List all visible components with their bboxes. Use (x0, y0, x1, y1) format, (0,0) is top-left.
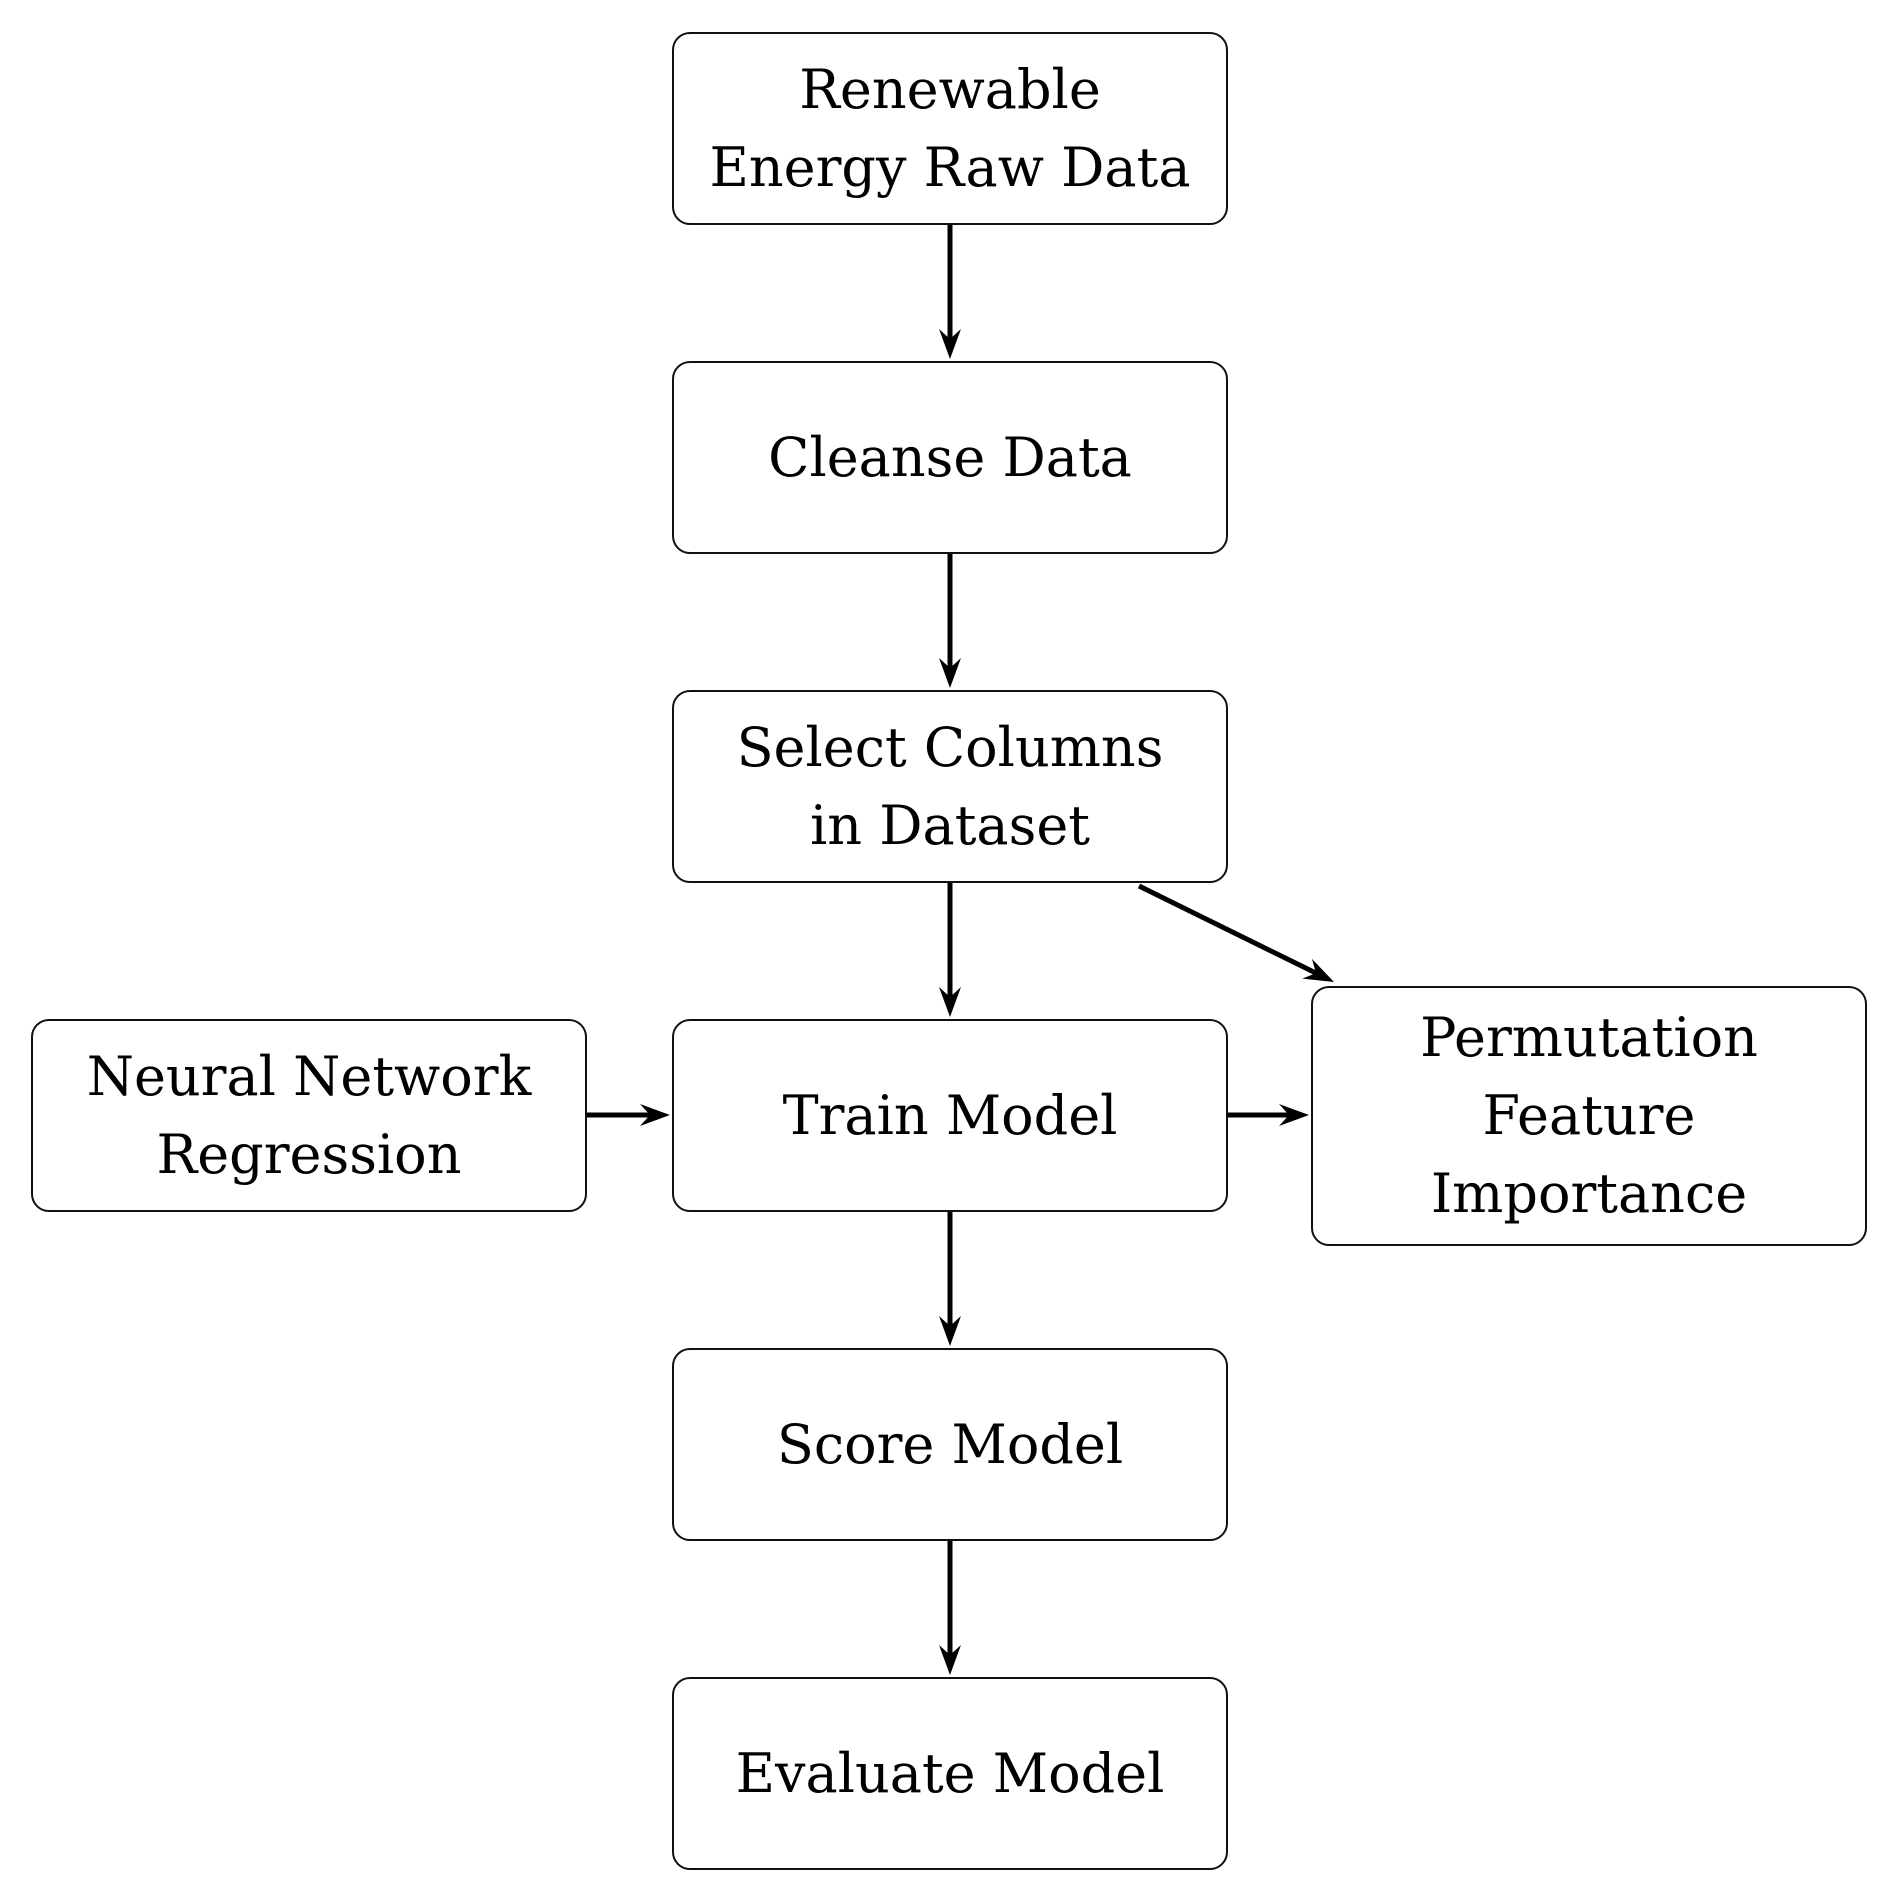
node-label-line: Importance (1430, 1162, 1748, 1225)
node-train-model: Train Model (672, 1019, 1228, 1212)
edge-select-columns-to-train (939, 883, 961, 1017)
node-evaluate-model: Evaluate Model (672, 1677, 1228, 1870)
node-score-model: Score Model (672, 1348, 1228, 1541)
edge-line (1137, 883, 1319, 977)
edge-train-to-score (939, 1212, 961, 1346)
edge-train-to-permutation (1228, 1104, 1309, 1126)
node-permutation-feature-importance: Permutation Feature Importance (1311, 986, 1867, 1246)
node-label-line: Score Model (776, 1412, 1124, 1476)
node-cleanse-data: Cleanse Data (672, 361, 1228, 554)
node-neural-network-regression: Neural Network Regression (31, 1019, 587, 1212)
arrowhead-icon (939, 658, 961, 688)
edge-score-to-evaluate (939, 1541, 961, 1675)
arrowhead-icon (939, 329, 961, 359)
node-label-line: in Dataset (810, 793, 1090, 857)
node-label-line: Train Model (782, 1083, 1118, 1147)
edge-raw-data-to-cleanse (939, 225, 961, 359)
edge-select-columns-to-permutation (1137, 883, 1334, 982)
edge-cleanse-to-select-columns (939, 554, 961, 688)
node-label-line: Renewable (799, 57, 1101, 121)
node-select-columns: Select Columns in Dataset (672, 690, 1228, 883)
arrowhead-icon (640, 1104, 670, 1126)
arrowhead-icon (939, 1645, 961, 1675)
node-label-line: Feature (1482, 1084, 1696, 1147)
node-label-line: Permutation (1420, 1006, 1758, 1069)
arrowhead-icon (1302, 958, 1334, 982)
node-label-line: Regression (156, 1122, 462, 1186)
node-renewable-energy-raw-data: Renewable Energy Raw Data (672, 32, 1228, 225)
arrowhead-icon (1279, 1104, 1309, 1126)
arrowhead-icon (939, 987, 961, 1017)
node-label-line: Energy Raw Data (709, 135, 1191, 199)
node-label-line: Evaluate Model (735, 1741, 1165, 1805)
node-label-line: Cleanse Data (768, 425, 1132, 489)
arrowhead-icon (939, 1316, 961, 1346)
node-label-line: Select Columns (736, 715, 1164, 779)
node-label-line: Neural Network (86, 1044, 532, 1108)
edge-neural-network-to-train (587, 1104, 670, 1126)
